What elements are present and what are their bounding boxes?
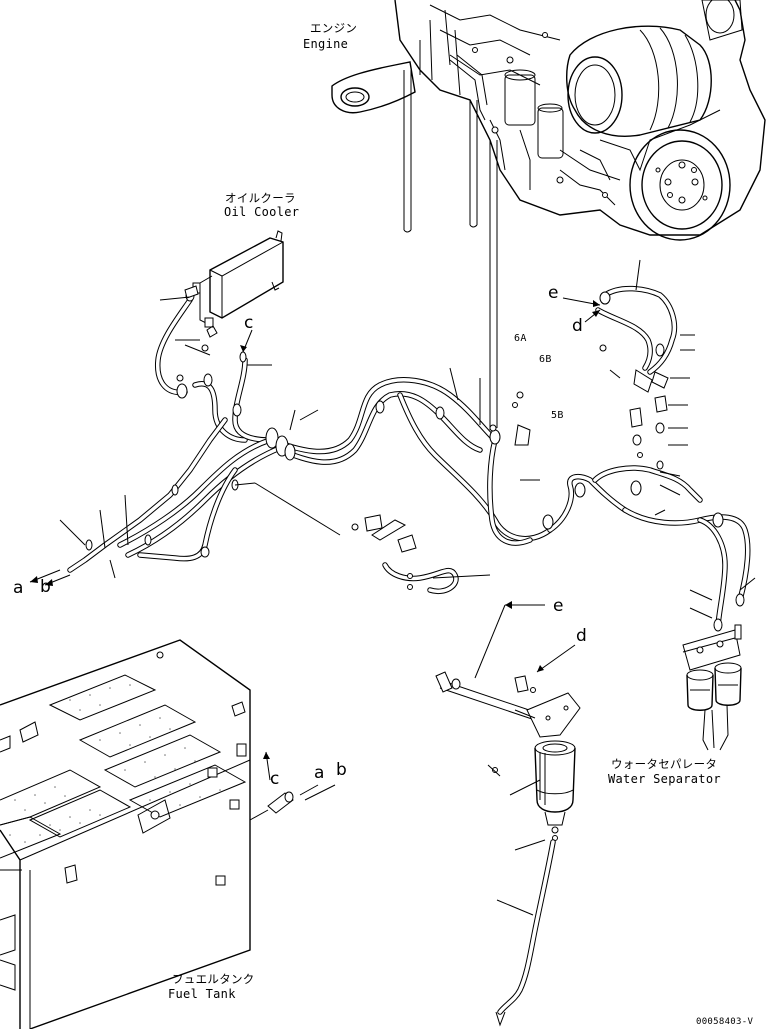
drawing-number: 00058403-V [696, 1017, 754, 1027]
water-separator-label-jp: ウォータセパレータ [611, 757, 718, 771]
callout-5b: 5B [551, 410, 564, 421]
letter-b-tank: b [336, 760, 348, 780]
water-separator-label-en: Water Separator [608, 772, 721, 786]
fuel-tank-label-en: Fuel Tank [168, 987, 236, 1001]
letter-a-tank: a [314, 763, 325, 783]
letter-b-left: b [40, 577, 52, 597]
fittings [85, 285, 745, 632]
letter-d-top: d [572, 316, 584, 336]
letter-c-tank: c [270, 769, 280, 789]
engine-illustration [331, 0, 766, 241]
engine-label-jp: エンジン [310, 21, 358, 35]
letter-a-left: a [13, 578, 24, 598]
letter-e-filter: e [553, 596, 564, 616]
callout-6a: 6A [514, 333, 527, 344]
callout-6b: 6B [539, 354, 552, 365]
oil-cooler-label-en: Oil Cooler [224, 205, 300, 219]
leader-lines [29, 140, 756, 916]
fuel-tank-illustration [0, 639, 294, 1029]
fuel-filter-illustration [435, 671, 581, 1027]
engine-label-en: Engine [303, 37, 349, 51]
water-separator-illustration [682, 624, 742, 751]
oil-cooler-illustration [192, 230, 284, 338]
letter-d-filter: d [576, 626, 588, 646]
letter-c-oil-cooler: c [244, 313, 254, 333]
letter-e-top: e [548, 283, 559, 303]
fuel-tank-label-jp: フュエルタンク [172, 972, 255, 986]
fuel-hoses [67, 285, 751, 628]
oil-cooler-label-jp: オイルクーラ [225, 191, 296, 205]
